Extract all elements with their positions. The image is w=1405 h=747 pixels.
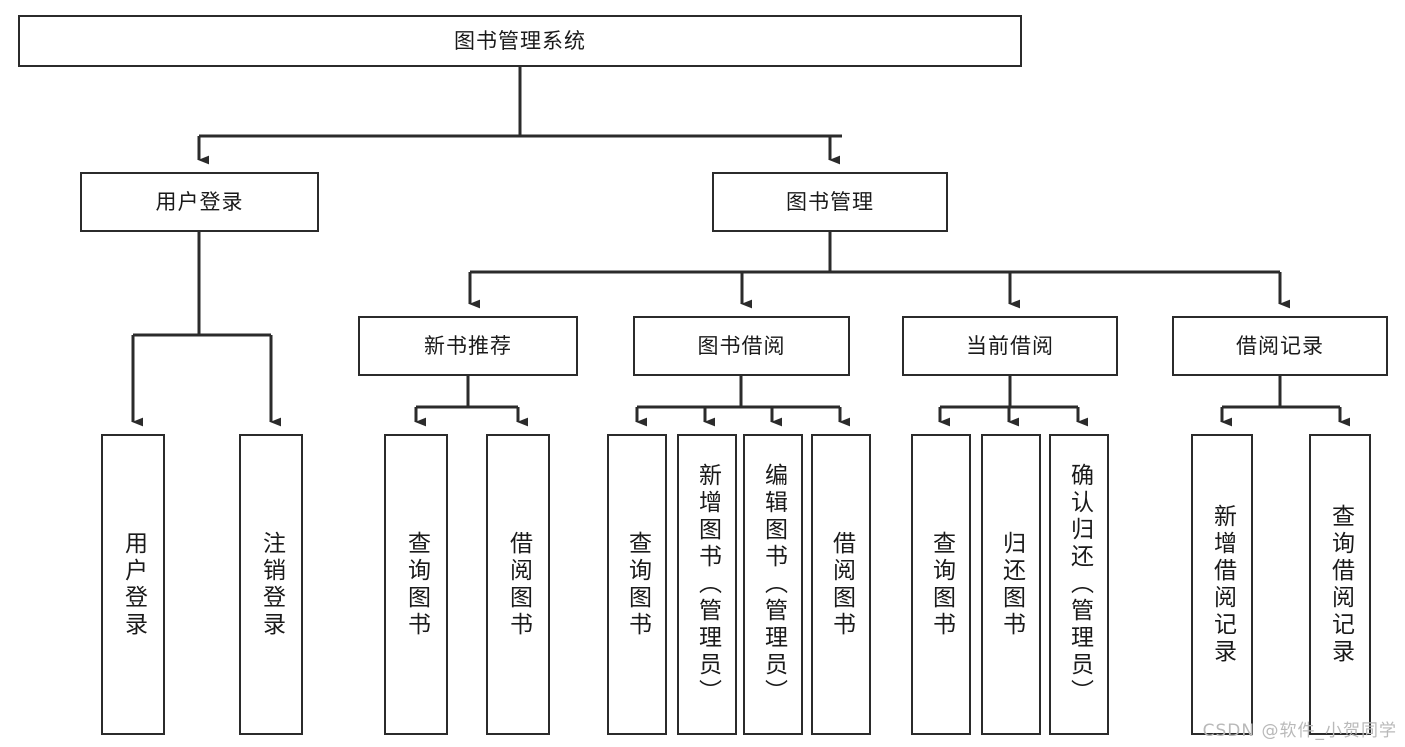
node-book-management-label: 图书管理 (786, 189, 874, 214)
node-new-book-recommend-label: 新书推荐 (424, 333, 512, 358)
leaf-borrow-book-recommend[interactable]: 借阅图书 (486, 434, 550, 735)
node-current-borrow-label: 当前借阅 (966, 333, 1054, 358)
leaf-query-book-borrow[interactable]: 查询图书 (607, 434, 667, 735)
leaf-add-borrow-record[interactable]: 新增借阅记录 (1191, 434, 1253, 735)
node-book-borrow[interactable]: 图书借阅 (633, 316, 850, 376)
leaf-add-book-admin-label: 新增图书（管理员） (694, 463, 721, 706)
leaf-query-book-recommend-label: 查询图书 (403, 530, 430, 639)
leaf-query-borrow-record[interactable]: 查询借阅记录 (1309, 434, 1371, 735)
leaf-edit-book-admin-label: 编辑图书（管理员） (760, 463, 787, 706)
leaf-confirm-return-admin-label: 确认归还（管理员） (1066, 463, 1093, 706)
leaf-borrow-book-label: 借阅图书 (828, 530, 855, 639)
leaf-user-login[interactable]: 用户登录 (101, 434, 165, 735)
node-book-borrow-label: 图书借阅 (697, 333, 786, 358)
leaf-user-login-label: 用户登录 (120, 530, 147, 639)
leaf-return-book-label: 归还图书 (998, 530, 1025, 639)
leaf-logout-label: 注销登录 (258, 530, 285, 639)
leaf-query-book-borrow-label: 查询图书 (624, 530, 651, 639)
node-user-login[interactable]: 用户登录 (80, 172, 319, 232)
leaf-borrow-book[interactable]: 借阅图书 (811, 434, 871, 735)
leaf-return-book[interactable]: 归还图书 (981, 434, 1041, 735)
leaf-add-book-admin[interactable]: 新增图书（管理员） (677, 434, 737, 735)
leaf-query-book-current-label: 查询图书 (928, 530, 955, 639)
leaf-confirm-return-admin[interactable]: 确认归还（管理员） (1049, 434, 1109, 735)
node-current-borrow[interactable]: 当前借阅 (902, 316, 1118, 376)
leaf-query-borrow-record-label: 查询借阅记录 (1327, 503, 1354, 666)
leaf-query-book-recommend[interactable]: 查询图书 (384, 434, 448, 735)
leaf-edit-book-admin[interactable]: 编辑图书（管理员） (743, 434, 803, 735)
node-book-management[interactable]: 图书管理 (712, 172, 948, 232)
leaf-add-borrow-record-label: 新增借阅记录 (1209, 503, 1236, 666)
node-new-book-recommend[interactable]: 新书推荐 (358, 316, 578, 376)
node-borrow-record-label: 借阅记录 (1236, 333, 1324, 358)
node-root[interactable]: 图书管理系统 (18, 15, 1022, 67)
leaf-borrow-book-recommend-label: 借阅图书 (505, 530, 532, 639)
node-borrow-record[interactable]: 借阅记录 (1172, 316, 1388, 376)
leaf-query-book-current[interactable]: 查询图书 (911, 434, 971, 735)
node-user-login-label: 用户登录 (155, 189, 244, 214)
node-root-label: 图书管理系统 (454, 28, 586, 53)
leaf-logout[interactable]: 注销登录 (239, 434, 303, 735)
